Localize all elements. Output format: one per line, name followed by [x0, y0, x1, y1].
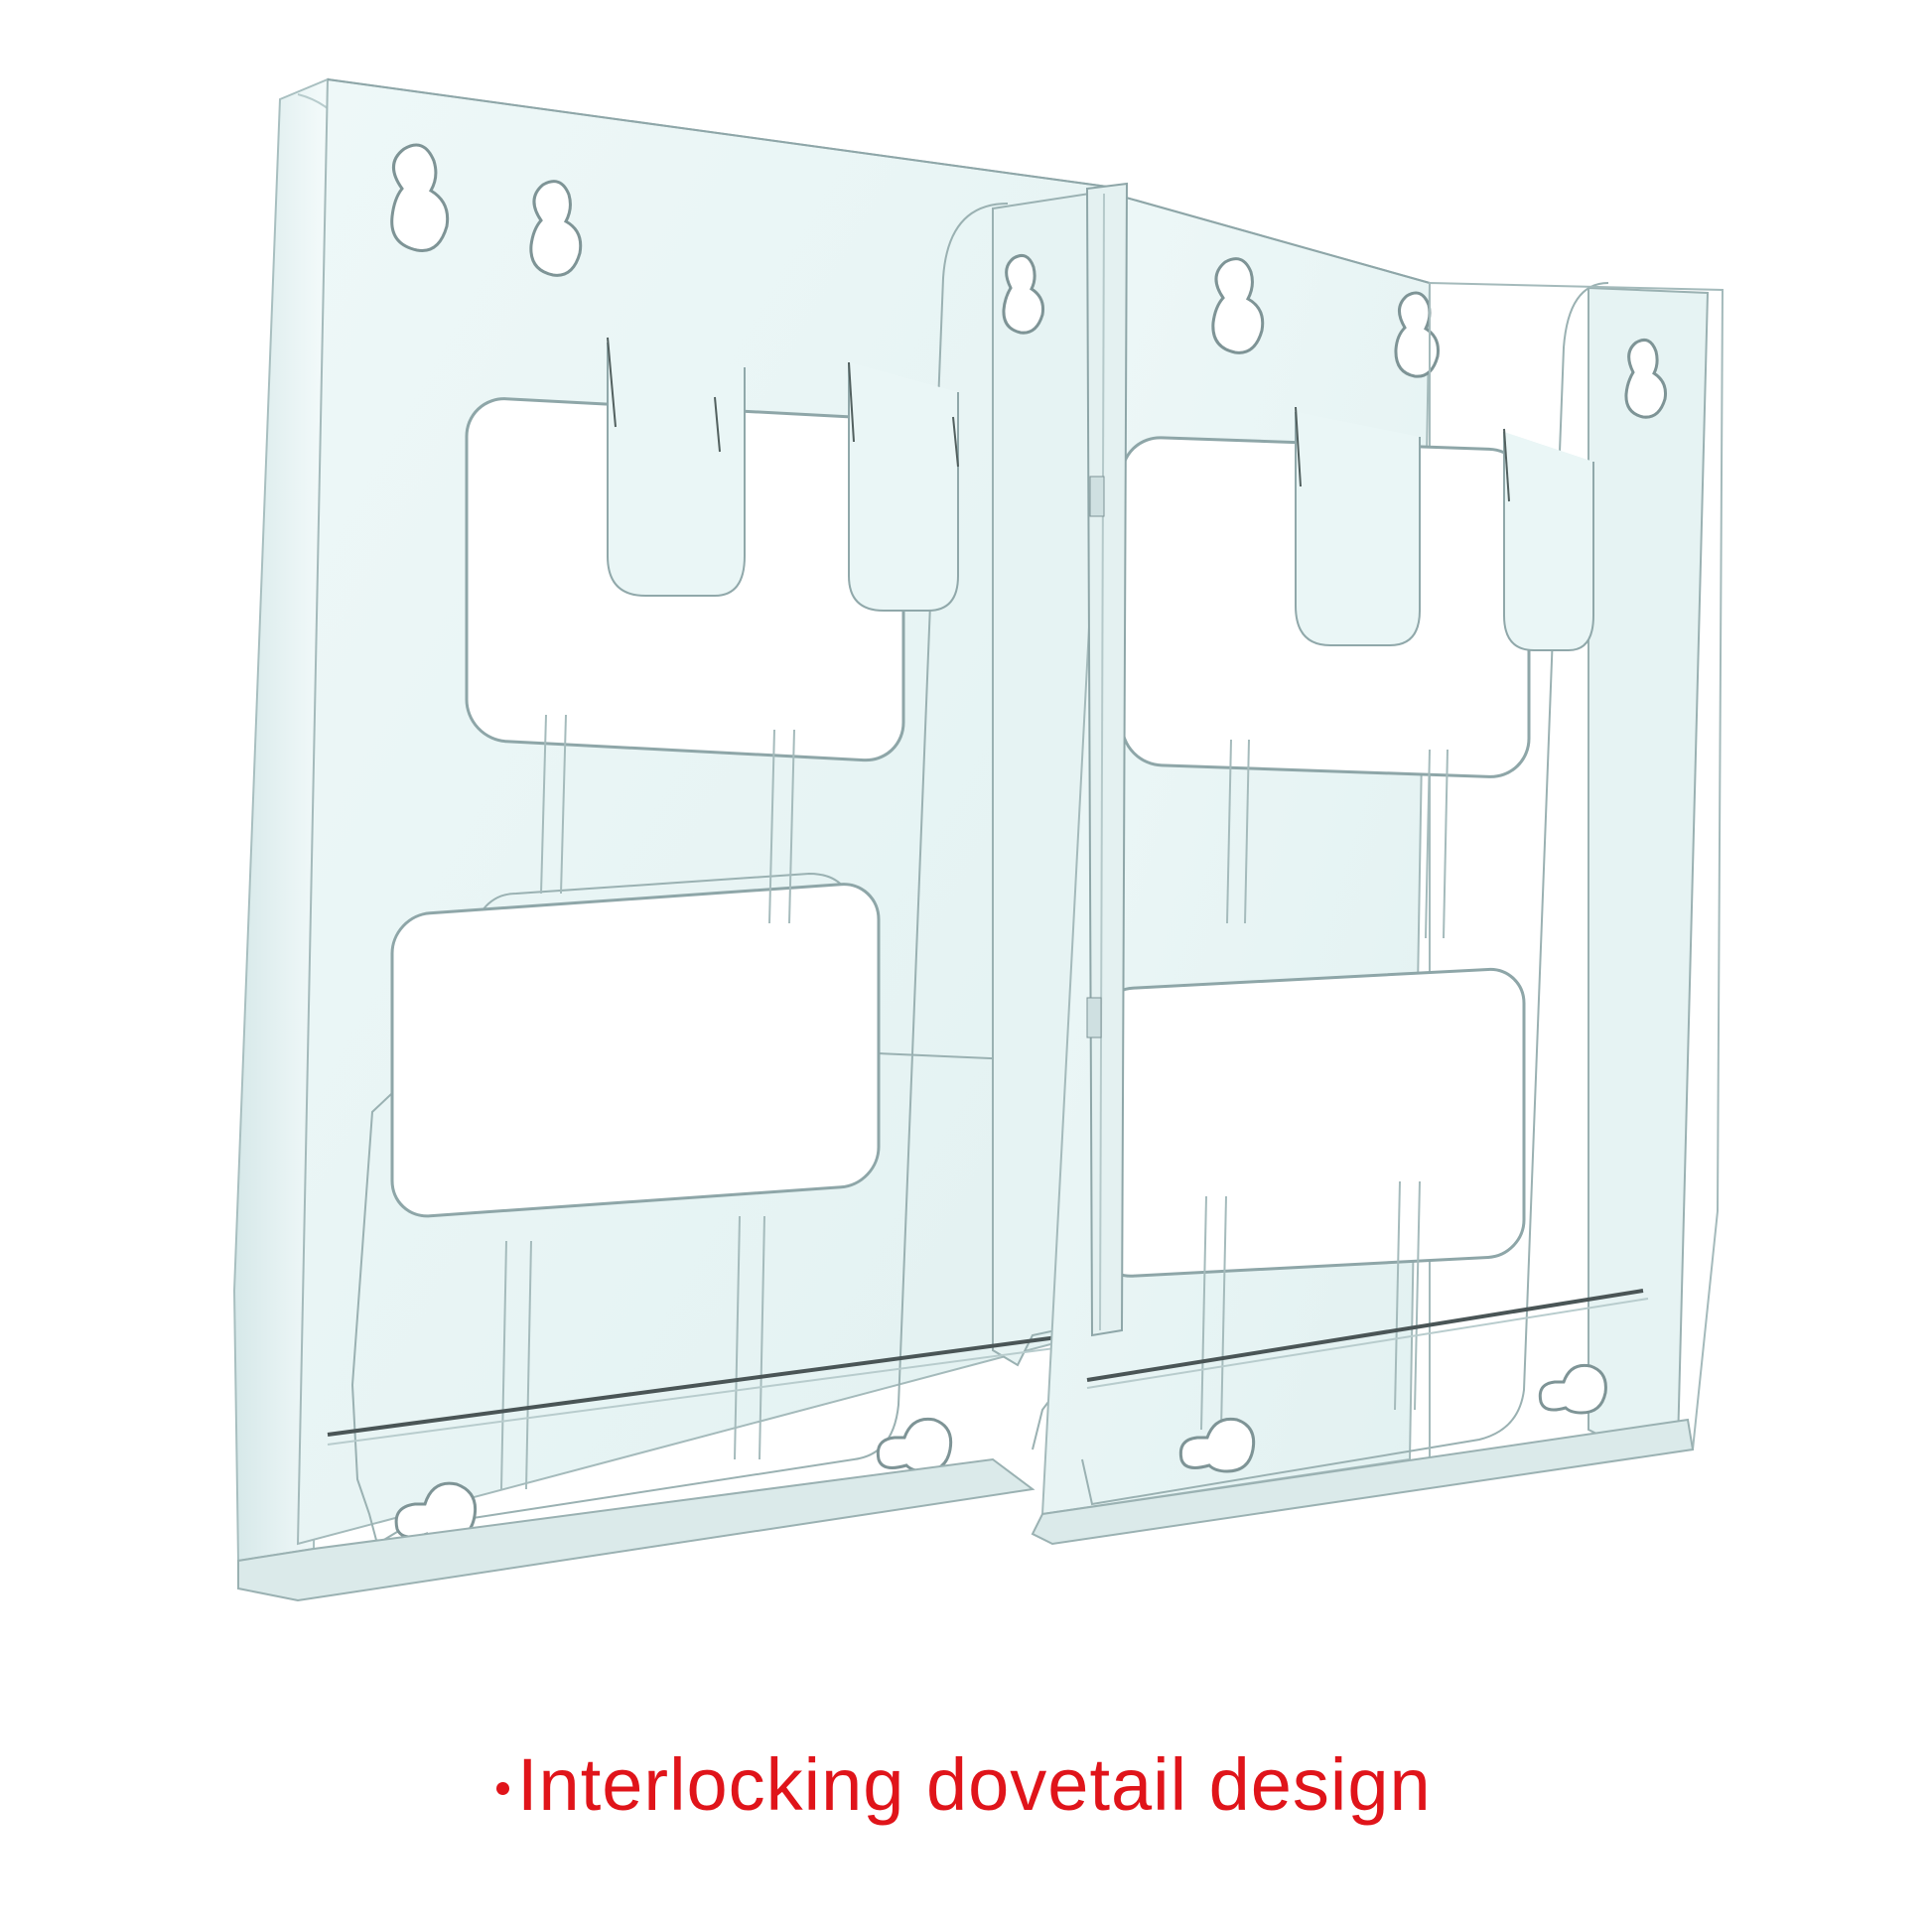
dovetail-joint — [1085, 182, 1129, 1337]
left-holder — [232, 77, 1124, 1602]
keyhole-icon — [1211, 257, 1440, 378]
right-holder-base — [1031, 1418, 1695, 1546]
left-holder-lower-window — [390, 883, 881, 1218]
left-holder-base — [237, 1457, 1035, 1602]
brochure-clip — [1295, 412, 1594, 651]
feature-caption: Interlocking dovetail design — [496, 1735, 1469, 1835]
bullet-icon — [496, 1781, 509, 1795]
right-holder — [1031, 192, 1725, 1546]
keyhole-icon — [1178, 1363, 1607, 1473]
right-holder-front-pocket — [1081, 282, 1609, 1506]
brochure-clip — [607, 343, 959, 612]
keyhole-icon — [1002, 254, 1044, 335]
product-image — [232, 77, 1725, 1602]
keyhole-icon — [1624, 339, 1667, 419]
caption-text: Interlocking dovetail design — [517, 1743, 1432, 1826]
right-holder-lower-window — [1095, 967, 1526, 1278]
keyhole-icon — [390, 143, 583, 277]
